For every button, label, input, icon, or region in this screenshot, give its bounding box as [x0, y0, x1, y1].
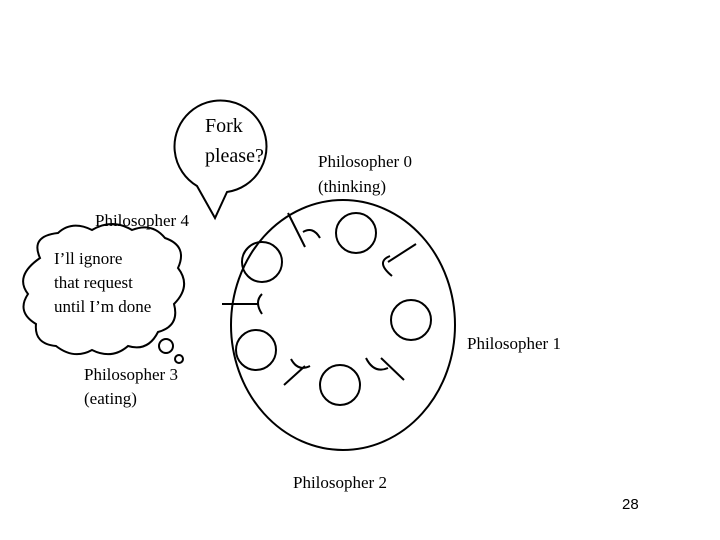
- philosopher-3-label: Philosopher 3: [84, 365, 178, 384]
- slide-number: 28: [622, 496, 639, 513]
- philosopher-3-state: (eating): [84, 389, 137, 408]
- fork-2: [366, 358, 404, 380]
- plate-philosopher-1: [391, 300, 431, 340]
- fork-3: [284, 359, 310, 385]
- plate-philosopher-0: [336, 213, 376, 253]
- thought-bubble-line-2: that request: [54, 273, 133, 292]
- round-table: [231, 200, 455, 450]
- thought-bubble-line-3: until I’m done: [54, 297, 151, 316]
- plate-philosopher-3: [236, 330, 276, 370]
- philosopher-4-label: Philosopher 4: [95, 211, 189, 230]
- thought-bubble-dot-small: [175, 355, 183, 363]
- thought-bubble-dot-large: [159, 339, 173, 353]
- philosopher-0-label: Philosopher 0: [318, 152, 412, 171]
- speech-bubble: Fork please?: [175, 100, 267, 218]
- speech-bubble-line-2: please?: [205, 145, 264, 167]
- fork-1: [383, 244, 416, 276]
- philosopher-1-label: Philosopher 1: [467, 334, 561, 353]
- philosopher-0-state: (thinking): [318, 177, 386, 196]
- thought-bubble-line-1: I’ll ignore: [54, 249, 122, 268]
- plate-philosopher-4: [242, 242, 282, 282]
- speech-bubble-line-1: Fork: [205, 115, 243, 137]
- plate-philosopher-2: [320, 365, 360, 405]
- fork-4: [222, 294, 262, 314]
- philosopher-2-label: Philosopher 2: [293, 473, 387, 492]
- fork-0: [288, 213, 320, 247]
- thought-bubble: I’ll ignore that request until I’m done: [23, 224, 184, 363]
